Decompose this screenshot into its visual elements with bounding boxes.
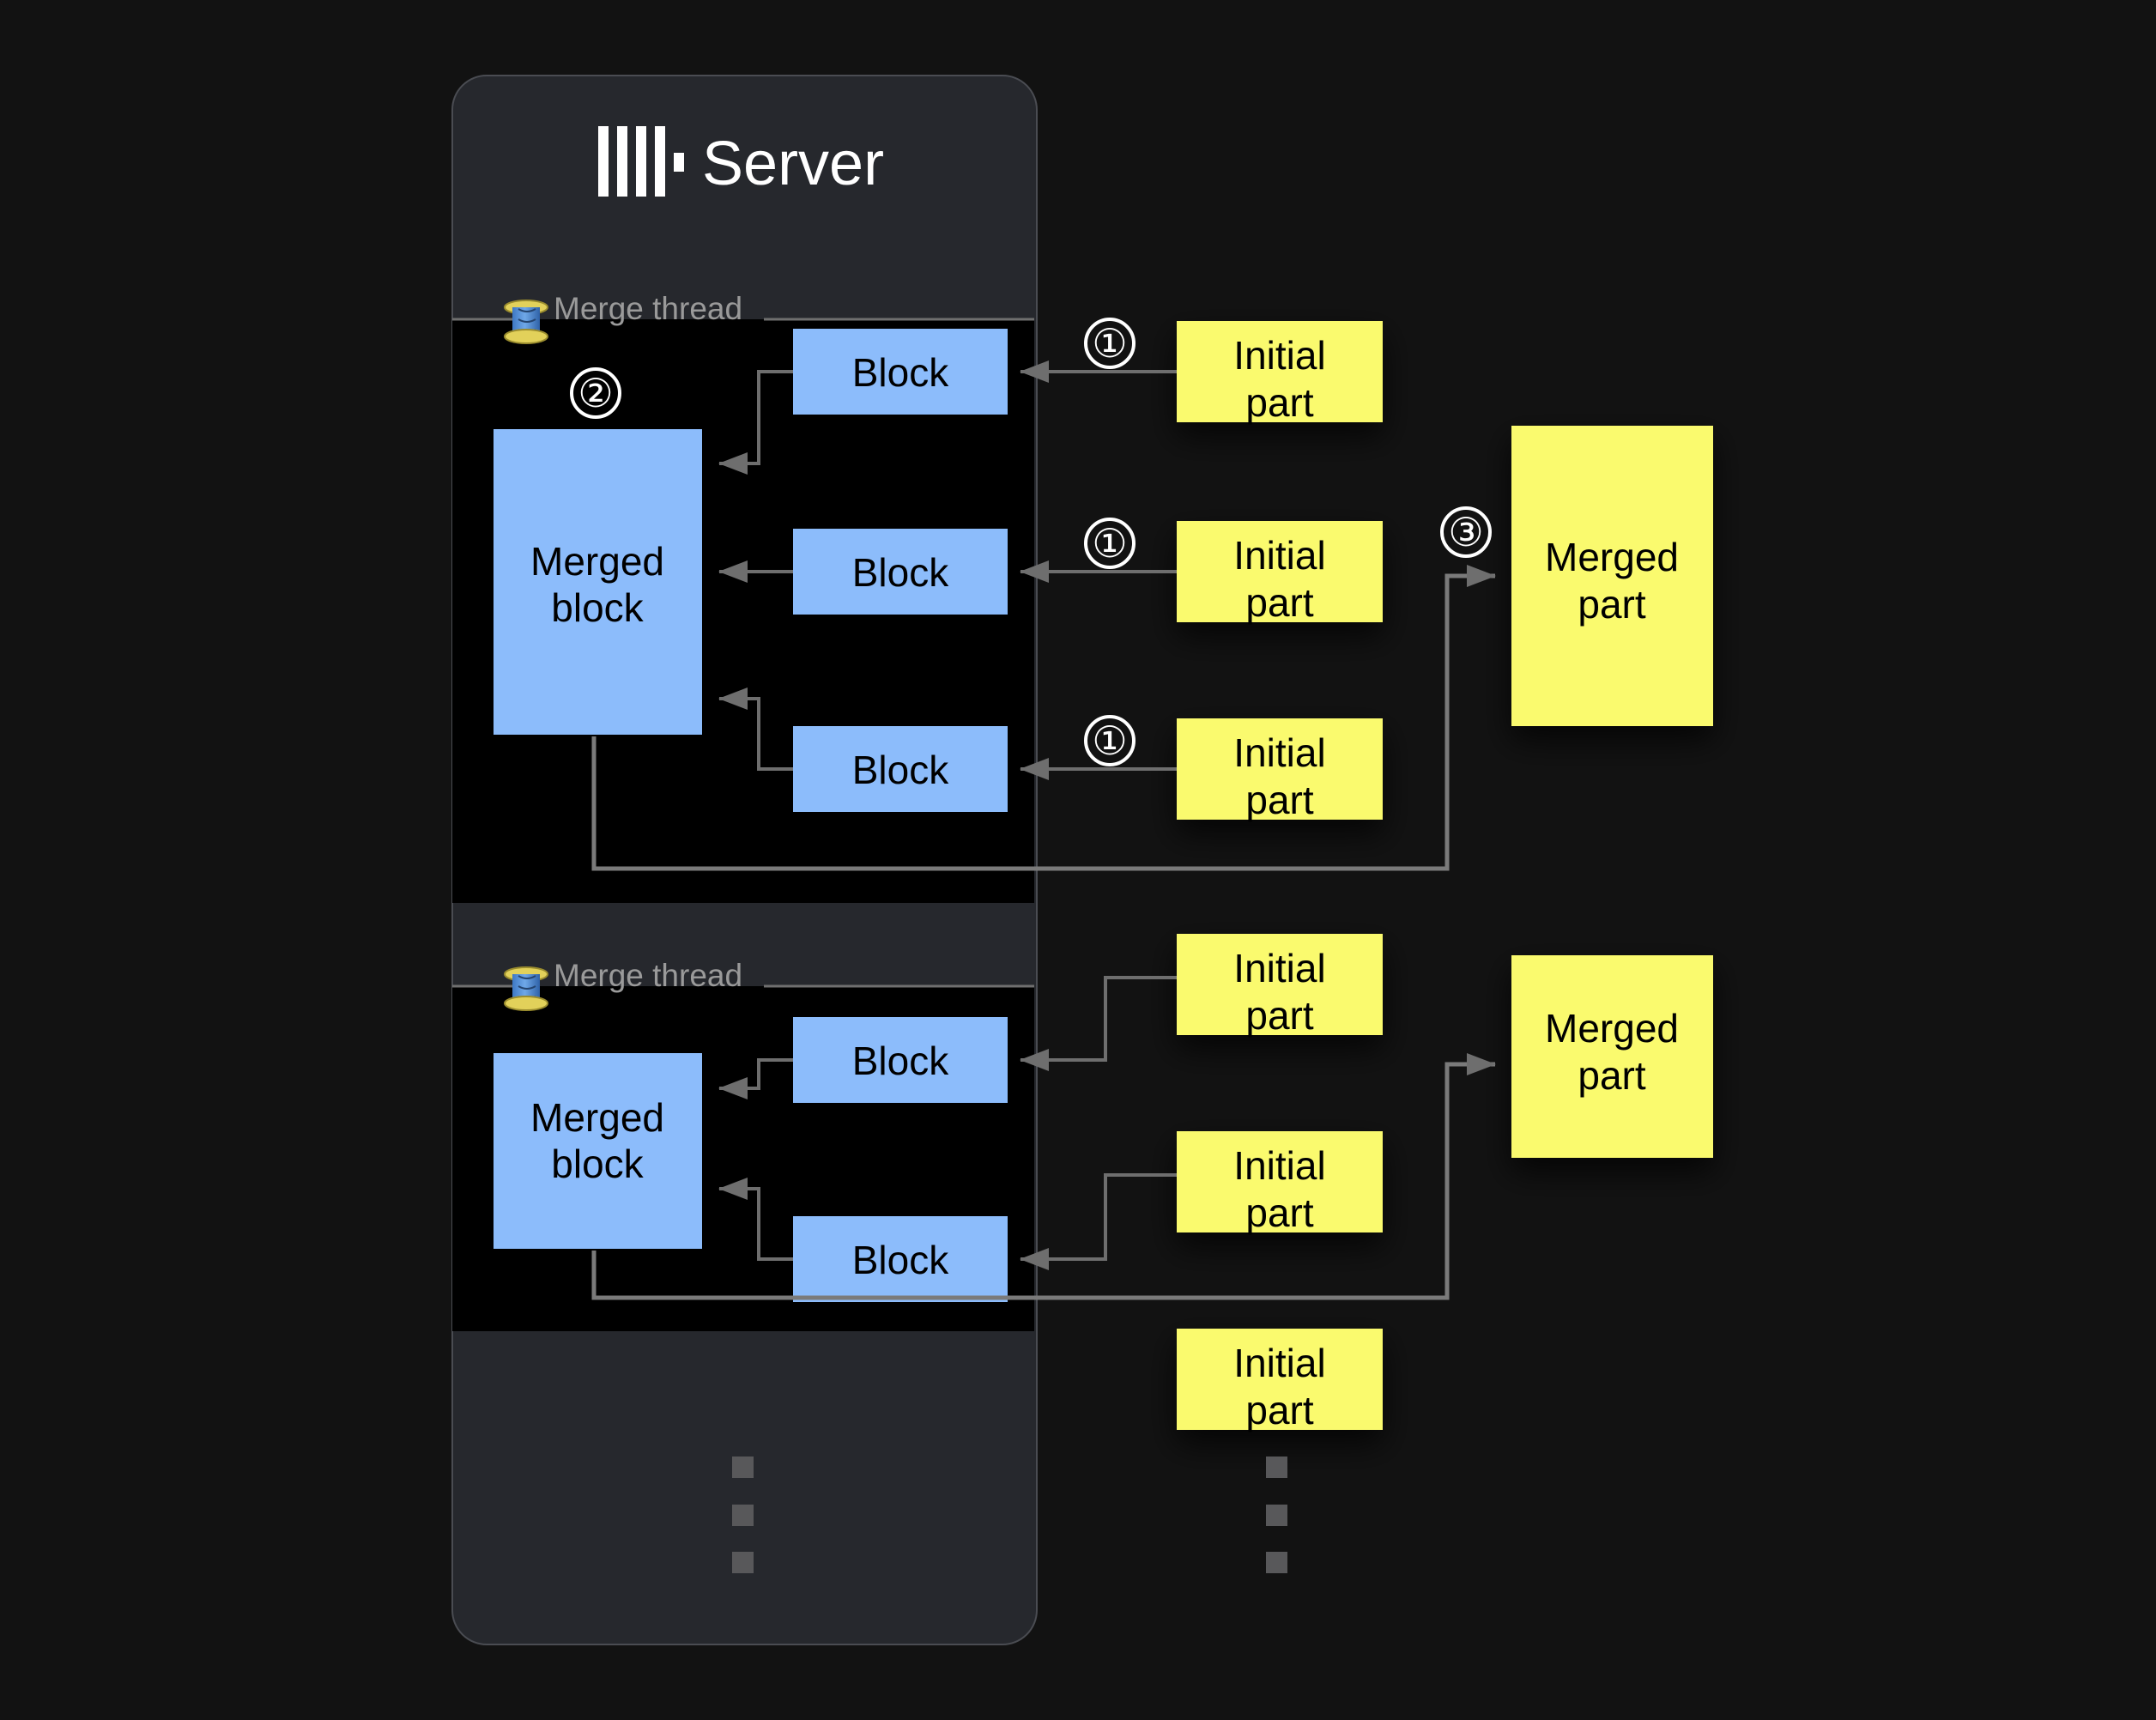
thread-spool-icon [504, 966, 548, 1011]
initial-part-6-line2: part [1245, 1388, 1313, 1432]
edge-block3-to-merged1 [718, 687, 793, 771]
block-2-2-label: Block [852, 1238, 949, 1282]
merged-part-2-line2: part [1578, 1053, 1645, 1098]
block-2-1-label: Block [852, 1039, 949, 1083]
merged-block-1 [494, 429, 702, 735]
initial-part-4-line2: part [1245, 993, 1313, 1038]
merged-block-2-label-line1: Merged [530, 1095, 664, 1140]
edge-ipart4-to-block2-1 [1020, 976, 1177, 1071]
thread-spool-icon [504, 300, 548, 344]
initial-part-5 [1177, 1131, 1383, 1232]
merged-block-2-label-line2: block [551, 1142, 644, 1186]
initial-part-4-line1: Initial [1233, 946, 1325, 990]
merged-block-1-label-line2: block [551, 585, 644, 630]
step-marker-1a: ① [1092, 321, 1127, 366]
initial-part-4 [1177, 934, 1383, 1035]
edge-mergedblock2-to-mergedpart2 [591, 1053, 1496, 1300]
block-1-2 [793, 529, 1008, 615]
edge-mergedblock1-to-mergedpart1 [591, 565, 1496, 871]
initial-part-6 [1177, 1329, 1383, 1430]
block-1-2-label: Block [852, 550, 949, 595]
block-1-1-label: Block [852, 350, 949, 395]
step-marker-1c: ① [1092, 718, 1127, 763]
edge-ipart5-to-block2-2 [1020, 1173, 1177, 1270]
initial-part-3 [1177, 718, 1383, 820]
initial-part-2-line1: Initial [1233, 533, 1325, 578]
step-marker-1b-circle [1084, 518, 1136, 569]
merged-part-1-line2: part [1578, 582, 1645, 627]
initial-part-3-line2: part [1245, 778, 1313, 822]
initial-part-1-line1: Initial [1233, 333, 1325, 378]
step-marker-1c-circle [1084, 715, 1136, 766]
merge-thread-label-2: Merge thread [554, 958, 742, 993]
server-title: Server [702, 130, 884, 198]
step-marker-2-circle [570, 367, 621, 419]
initial-part-5-line2: part [1245, 1190, 1313, 1235]
ellipsis-server [732, 1457, 754, 1573]
block-2-1 [793, 1017, 1008, 1103]
merged-block-1-label-line1: Merged [530, 539, 664, 584]
merge-thread-label-1: Merge thread [554, 291, 742, 326]
block-2-2 [793, 1216, 1008, 1302]
initial-part-1-line2: part [1245, 380, 1313, 425]
step-marker-2: ② [578, 371, 613, 415]
merged-part-1 [1511, 426, 1713, 726]
initial-part-5-line1: Initial [1233, 1143, 1325, 1188]
merged-part-1-line1: Merged [1545, 535, 1679, 579]
step-marker-1a-circle [1084, 318, 1136, 369]
edge-block2-2-to-merged2 [718, 1178, 793, 1261]
initial-part-2-line2: part [1245, 580, 1313, 625]
initial-part-1 [1177, 321, 1383, 422]
block-1-1 [793, 329, 1008, 415]
block-1-3 [793, 726, 1008, 812]
step-marker-3: ③ [1448, 510, 1483, 554]
edge-block1-to-merged1 [718, 370, 793, 475]
edge-block2-1-to-merged2 [718, 1058, 793, 1099]
clickhouse-logo-icon [598, 126, 684, 197]
step-marker-3-circle [1440, 506, 1492, 558]
block-1-3-label: Block [852, 748, 949, 792]
initial-part-2 [1177, 521, 1383, 622]
step-marker-1b: ① [1092, 521, 1127, 566]
ellipsis-parts [1266, 1457, 1287, 1573]
merged-part-2-line1: Merged [1545, 1006, 1679, 1051]
initial-part-3-line1: Initial [1233, 730, 1325, 775]
merged-part-2 [1511, 955, 1713, 1158]
initial-part-6-line1: Initial [1233, 1341, 1325, 1385]
merged-block-2 [494, 1053, 702, 1249]
